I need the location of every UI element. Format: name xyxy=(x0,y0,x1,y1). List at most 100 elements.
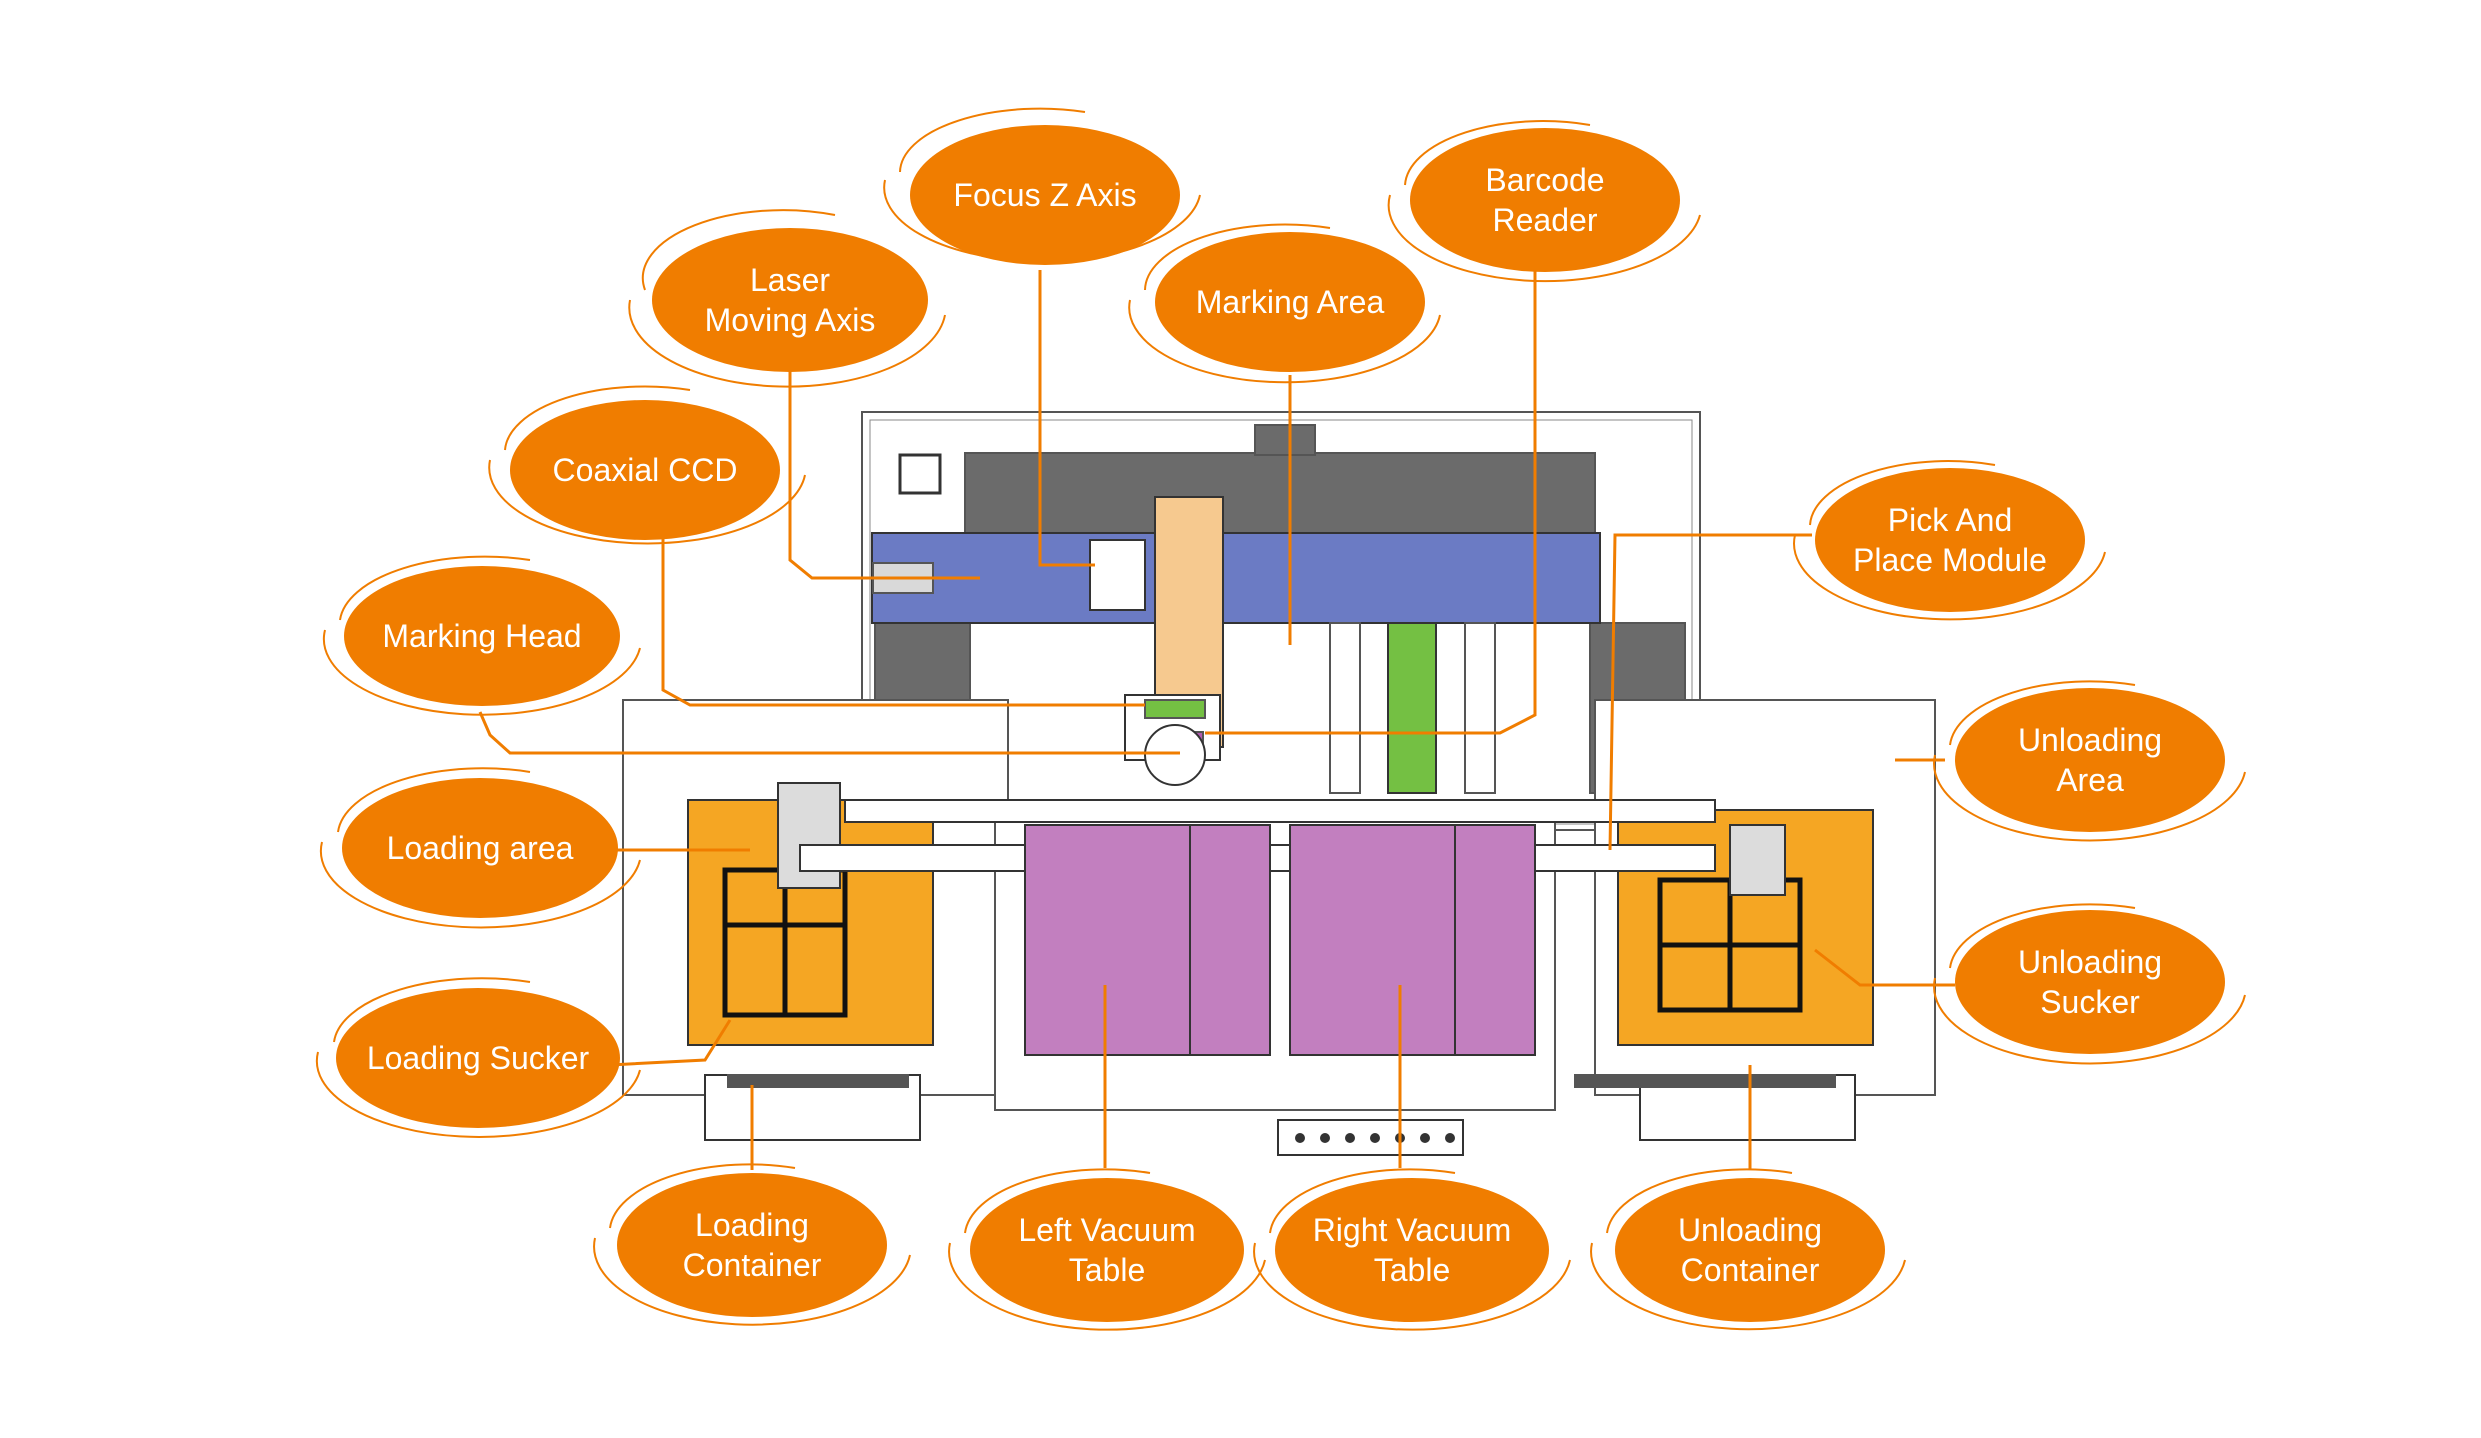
leader-pick-place xyxy=(1608,533,1812,851)
label-line: Left Vacuum xyxy=(1018,1212,1195,1248)
label-line: Right Vacuum xyxy=(1313,1212,1512,1248)
callout-bubble xyxy=(1410,128,1680,272)
label-line: Place Module xyxy=(1853,542,2047,578)
callout-decor xyxy=(1128,299,1441,384)
label-line: Unloading xyxy=(1678,1212,1822,1248)
label-line: Laser xyxy=(750,262,830,298)
label-loading-sucker: Loading Sucker xyxy=(367,1040,590,1076)
callout-decor xyxy=(1949,903,2136,969)
label-marking-head: Marking Head xyxy=(382,618,581,654)
loading-container-rail xyxy=(727,1074,909,1088)
label-loading-area: Loading area xyxy=(387,830,574,866)
callout-decor xyxy=(899,107,1086,173)
callout-decor xyxy=(504,385,691,451)
leader-focus-z-axis xyxy=(1038,270,1095,567)
callout-decor xyxy=(488,459,806,545)
right-vacuum-table xyxy=(1289,824,1536,1056)
callout-bubble xyxy=(910,125,1180,265)
unloading-grid-d xyxy=(1727,942,1803,1013)
machine-illustration xyxy=(622,411,1936,1156)
label-line: Unloading xyxy=(2018,944,2162,980)
center-rail-left xyxy=(1329,622,1361,794)
unloading-picker xyxy=(1729,824,1786,896)
callout-decor xyxy=(1933,754,2246,842)
label-line: Container xyxy=(1681,1252,1820,1288)
callout-decor xyxy=(1606,1168,1793,1234)
left-vacuum-table xyxy=(1024,824,1271,1056)
callout-bubble xyxy=(1275,1178,1549,1322)
callout-decor xyxy=(609,1163,796,1229)
center-guide-rail xyxy=(1387,622,1437,794)
callout-decor xyxy=(339,555,531,621)
gantry-housing xyxy=(964,452,1596,534)
label-line: Table xyxy=(1374,1252,1451,1288)
pick-place-rail-upper xyxy=(844,799,1716,823)
label-line: Focus Z Axis xyxy=(953,177,1136,213)
callout-coaxial-ccd: Coaxial CCD xyxy=(488,385,806,545)
callout-decor xyxy=(1949,680,2136,746)
corner-box xyxy=(898,453,942,495)
callout-decor xyxy=(964,1168,1151,1234)
callout-bubble xyxy=(344,566,620,706)
lens-circle xyxy=(1144,724,1206,786)
leader-lines xyxy=(478,270,1955,1170)
callout-bubble xyxy=(617,1173,887,1317)
callout-bubble xyxy=(652,228,928,372)
callout-decor xyxy=(1387,194,1701,283)
label-line: Pick And xyxy=(1888,502,2013,538)
callout-decor xyxy=(1144,223,1331,291)
label-line: Barcode xyxy=(1485,162,1604,198)
loading-picker xyxy=(777,782,841,889)
callout-bubble xyxy=(1815,468,2085,612)
label-line: Loading xyxy=(695,1207,809,1243)
callout-bubble xyxy=(970,1178,1244,1322)
label-line: Reader xyxy=(1493,202,1598,238)
callout-decor xyxy=(593,1237,911,1326)
label-line: Table xyxy=(1069,1252,1146,1288)
label-focus-z-axis: Focus Z Axis xyxy=(953,177,1136,213)
callout-decor xyxy=(1793,534,2106,621)
label-line: Coaxial CCD xyxy=(553,452,738,488)
bottom-plate-holes xyxy=(1295,1133,1455,1143)
label-line: Unloading xyxy=(2018,722,2162,758)
focus-z-carriage xyxy=(1089,539,1146,611)
callout-focus-z-axis: Focus Z Axis xyxy=(883,107,1201,265)
loading-grid-d xyxy=(782,922,848,1018)
laser-moving-axis-beam xyxy=(871,532,1601,624)
callout-decor xyxy=(1269,1168,1456,1234)
label-line: Container xyxy=(683,1247,822,1283)
label-line: Loading area xyxy=(387,830,574,866)
label-coaxial-ccd: Coaxial CCD xyxy=(553,452,738,488)
callout-decor xyxy=(628,299,946,388)
label-marking-area: Marking Area xyxy=(1196,284,1385,320)
label-line: Marking Head xyxy=(382,618,581,654)
callout-bubble xyxy=(1955,910,2225,1054)
label-line: Marking Area xyxy=(1196,284,1385,320)
center-rail-right xyxy=(1464,622,1496,794)
callout-bubble xyxy=(1615,1178,1885,1322)
callout-decor xyxy=(1404,120,1591,186)
callout-bubble xyxy=(1955,688,2225,832)
gantry-top-block xyxy=(1254,424,1316,456)
callout-decor xyxy=(315,1051,641,1138)
callout-decor xyxy=(322,629,641,716)
callout-marking-area: Marking Area xyxy=(1128,223,1441,384)
leader-loading-sucker xyxy=(609,1019,732,1067)
label-line: Area xyxy=(2056,762,2124,798)
coaxial-ccd-block xyxy=(1144,699,1206,719)
callout-bubble xyxy=(510,400,780,540)
callout-bubble xyxy=(336,988,620,1128)
